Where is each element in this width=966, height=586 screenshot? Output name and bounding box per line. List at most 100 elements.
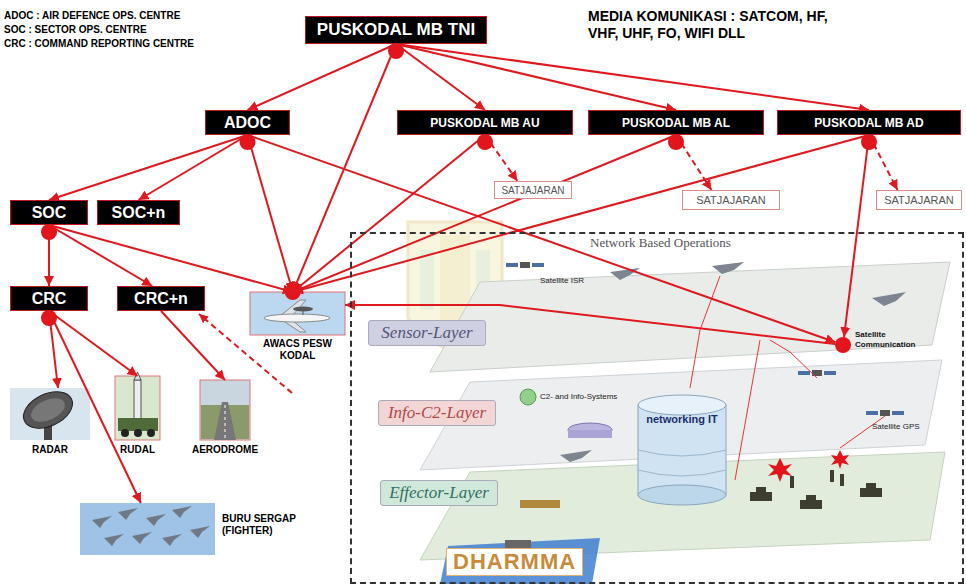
fighter-picture: [104, 534, 124, 546]
layer-planes: [420, 262, 950, 584]
connector: [869, 135, 898, 190]
key-note: SOC : SECTOR OPS. CENTRE: [4, 24, 147, 35]
node-text: PUSKODAL MB AL: [622, 116, 730, 130]
watermark: DHARMMA: [446, 548, 583, 576]
satellites: [880, 410, 890, 416]
network-cylinder-picture: [638, 450, 726, 456]
satellites: [506, 263, 518, 267]
node-text: PUSKODAL MB AD: [814, 116, 923, 130]
connector: [49, 311, 141, 503]
aircraft: [712, 262, 744, 274]
connector: [161, 311, 225, 380]
explosions: [831, 450, 849, 469]
aircraft: [872, 292, 906, 306]
awacs-picture: [250, 292, 345, 335]
unit-box: SATJAJARAN: [494, 181, 572, 199]
connector: [293, 135, 485, 292]
awacs-picture: [293, 307, 313, 312]
connector: [844, 135, 869, 337]
connector: [49, 311, 138, 376]
system-label: C2- and Info-Systems: [540, 392, 635, 401]
ground-forces: [840, 474, 844, 486]
node-text: AERODROME: [192, 444, 258, 456]
satellites: [506, 262, 904, 416]
fighter-picture: [146, 514, 166, 526]
network-cylinder-picture: [638, 485, 726, 505]
command-box: SOC+n: [97, 200, 180, 225]
command-box: PUSKODAL MB AU: [397, 110, 573, 135]
node-text: AWACS PESW KODAL: [258, 338, 338, 361]
node-text: RADAR: [32, 444, 68, 456]
explosions: [768, 450, 849, 482]
ground-forces: [750, 492, 772, 501]
node-text: CRC: [32, 290, 67, 308]
aircraft: [560, 262, 906, 462]
key-note: CRC : COMMAND REPORTING CENTRE: [4, 38, 194, 49]
radar-picture: [27, 393, 68, 426]
awacs-picture: [250, 292, 345, 335]
node-text: SATJAJARAN: [696, 194, 765, 206]
ground-forces: [790, 476, 794, 488]
layer-planes: [430, 262, 950, 372]
unit-box: SATJAJARAN: [876, 190, 962, 210]
watermark-shield: [420, 250, 434, 310]
command-box: CRC+n: [117, 286, 205, 311]
fighter-picture: [162, 534, 182, 546]
network-cylinder-picture: [638, 395, 726, 505]
satellites: [798, 371, 810, 375]
aerodrome-picture: [225, 405, 226, 438]
awacs-node: AWACS PESW KODAL: [250, 292, 345, 335]
missile-picture: [121, 429, 129, 437]
missile-picture: [115, 372, 160, 440]
connector: [248, 135, 293, 292]
connector: [396, 44, 869, 110]
aircraft: [560, 450, 592, 462]
node-text: Effector-Layer: [389, 483, 489, 503]
ground-forces: [806, 495, 816, 500]
ground-forces: [860, 488, 882, 497]
fighter-picture: [172, 506, 192, 518]
node-text: SOC: [32, 204, 67, 222]
connector: [139, 135, 248, 200]
connector: [293, 135, 869, 292]
command-box: PUSKODAL MB AD: [777, 110, 961, 135]
node-text: C2- and Info-Systems: [540, 392, 617, 401]
awacs-picture: [303, 311, 304, 315]
connector: [345, 305, 835, 344]
connector: [485, 135, 517, 181]
ground-forces: [830, 470, 834, 482]
data-links: [770, 340, 817, 378]
fighter-picture: [190, 526, 210, 538]
c2-systems-icons: [568, 430, 612, 438]
connector: [49, 225, 293, 292]
fighter-node: BURU SERGAP (FIGHTER): [80, 503, 215, 555]
command-box: ADOC: [205, 110, 290, 135]
fighter-picture: [80, 503, 215, 555]
awacs-picture: [264, 314, 330, 322]
connector: [48, 225, 50, 286]
command-box: CRC: [10, 286, 88, 311]
node-text: SOC+n: [112, 204, 166, 222]
connector: [248, 135, 836, 342]
layer-planes: [440, 538, 600, 584]
node-text: Satellite Communication: [855, 330, 935, 349]
radar-node: RADAR: [10, 388, 90, 440]
satellites: [532, 263, 544, 267]
ground-forces: [800, 500, 822, 509]
data-links: [735, 340, 760, 480]
aerodrome-picture: [200, 380, 250, 440]
dashed-link: [199, 314, 292, 393]
network-cylinder: networking IT: [638, 395, 726, 505]
comm-node: Satellite Communication: [835, 337, 851, 353]
ground-forces: [520, 500, 560, 508]
node-text: networking IT: [638, 413, 726, 425]
layer-box: Effector-Layer: [380, 480, 498, 506]
data-links: [690, 276, 885, 480]
connector: [49, 135, 248, 200]
radar-picture: [10, 385, 90, 440]
node-text: BURU SERGAP (FIGHTER): [222, 513, 332, 536]
explosions: [768, 458, 792, 482]
picture-label: Satellite ISR: [540, 276, 584, 285]
layer-box: Sensor-Layer: [368, 320, 486, 346]
